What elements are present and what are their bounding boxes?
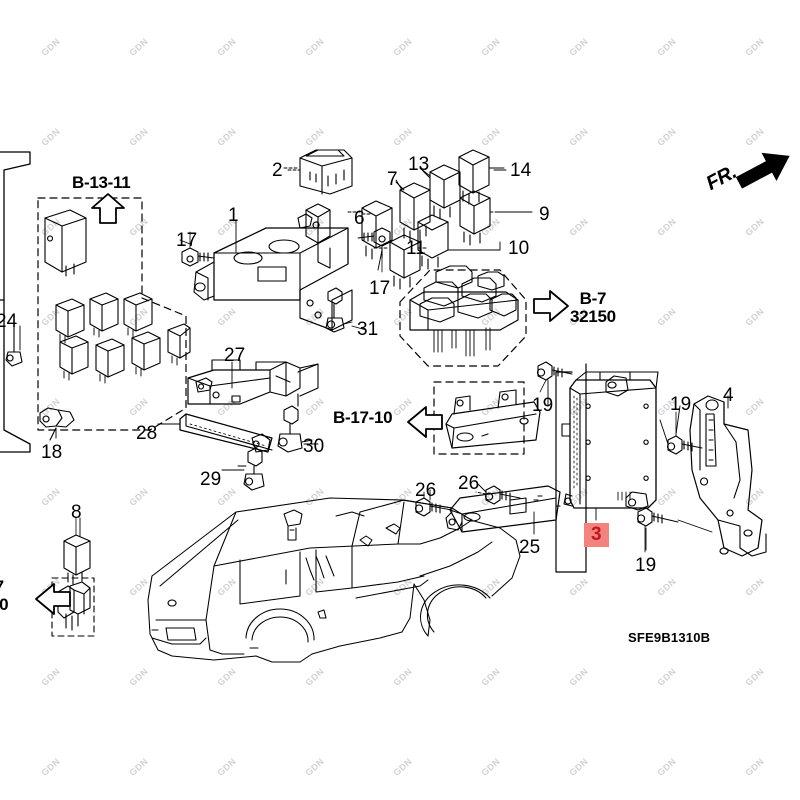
callout-17: 17 xyxy=(176,230,198,251)
left-edge-solid-group xyxy=(0,151,31,453)
callout-27: 27 xyxy=(224,345,246,366)
callout-3: 3 xyxy=(584,523,609,547)
relay-6 xyxy=(347,200,393,260)
bolt-30 xyxy=(277,405,313,453)
callout-14: 14 xyxy=(510,160,532,181)
callout-2: 2 xyxy=(272,160,283,181)
callout-9: 9 xyxy=(539,204,550,225)
callout-30: 30 xyxy=(303,436,325,457)
relay-11 xyxy=(373,234,421,290)
ecu-assembly-solid-group xyxy=(555,363,587,573)
bolt-31 xyxy=(325,287,353,333)
callout-28: 28 xyxy=(136,423,158,444)
callout-13: 13 xyxy=(408,154,430,175)
reference-arrow-left-icon xyxy=(35,583,71,615)
relay-14 xyxy=(458,149,505,205)
callout-11: 11 xyxy=(406,238,426,259)
highlighted-callout-number: 3 xyxy=(584,523,609,547)
callout-26: 26 xyxy=(458,473,480,494)
relay-8-installed xyxy=(57,581,91,631)
callout-19: 19 xyxy=(635,555,657,576)
part-number-text: SFE9B1310B xyxy=(628,630,711,645)
reference-arrow-right-icon xyxy=(533,290,569,322)
clip-18 xyxy=(39,407,75,441)
ecu-3 xyxy=(561,371,659,511)
callout-31: 31 xyxy=(357,319,379,340)
reference-line-1: B-7 xyxy=(579,289,607,308)
fuse-block-dashed-group xyxy=(399,269,527,367)
part-number-stamp: SFE9B1310B xyxy=(628,631,710,644)
relay-box-dashed-group xyxy=(37,197,187,431)
reference-label-7-40: 740 xyxy=(0,578,9,614)
callout-7: 7 xyxy=(387,169,398,190)
relay-group-b1311 xyxy=(44,209,191,384)
bolt-19-a xyxy=(537,361,573,393)
bolt-17-left xyxy=(181,231,215,267)
relay-9 xyxy=(459,190,533,246)
fuse-block xyxy=(409,265,519,357)
relay-2 xyxy=(283,149,353,195)
front-direction-arrow-icon xyxy=(735,152,790,189)
bolt-26-right xyxy=(475,485,521,505)
bolt-19-b xyxy=(659,411,703,455)
relay-8 xyxy=(63,517,91,585)
callout-19: 19 xyxy=(670,394,692,415)
reference-line-1: 7 xyxy=(0,578,8,596)
callout-26: 26 xyxy=(415,480,437,501)
callout-10: 10 xyxy=(508,238,530,259)
callout-29: 29 xyxy=(200,469,222,490)
callout-19: 19 xyxy=(532,395,554,416)
bracket-b1710 xyxy=(445,389,541,449)
callout-4: 4 xyxy=(723,385,734,406)
reference-line-2: 32150 xyxy=(570,306,616,326)
fastener-24 xyxy=(5,319,23,367)
bolt-29 xyxy=(237,447,265,491)
relay-10 xyxy=(417,214,501,270)
bar-28 xyxy=(179,413,273,453)
reference-line-2: 40 xyxy=(0,594,9,614)
bolt-17-right xyxy=(357,227,391,273)
callout-6: 6 xyxy=(354,208,365,229)
bracket-1 xyxy=(193,203,353,331)
bolt-19-c xyxy=(637,507,713,553)
bracket-4 xyxy=(689,395,767,557)
callout-18: 18 xyxy=(41,442,63,463)
minivan-body-outline xyxy=(147,497,521,663)
reference-arrow-up-icon xyxy=(91,193,125,224)
reference-label-B-17-10: B-17-10 xyxy=(333,408,393,427)
callout-25: 25 xyxy=(519,537,541,558)
reference-arrow-left-icon xyxy=(407,406,443,438)
leader-lines xyxy=(19,167,681,551)
reference-label-B-13-11: B-13-11 xyxy=(72,173,131,192)
callout-24: 24 xyxy=(0,311,18,332)
callout-1: 1 xyxy=(228,205,239,226)
callout-8: 8 xyxy=(71,502,82,523)
bracket-27 xyxy=(187,359,319,407)
relay-7 xyxy=(395,181,431,242)
callout-17: 17 xyxy=(369,278,391,299)
